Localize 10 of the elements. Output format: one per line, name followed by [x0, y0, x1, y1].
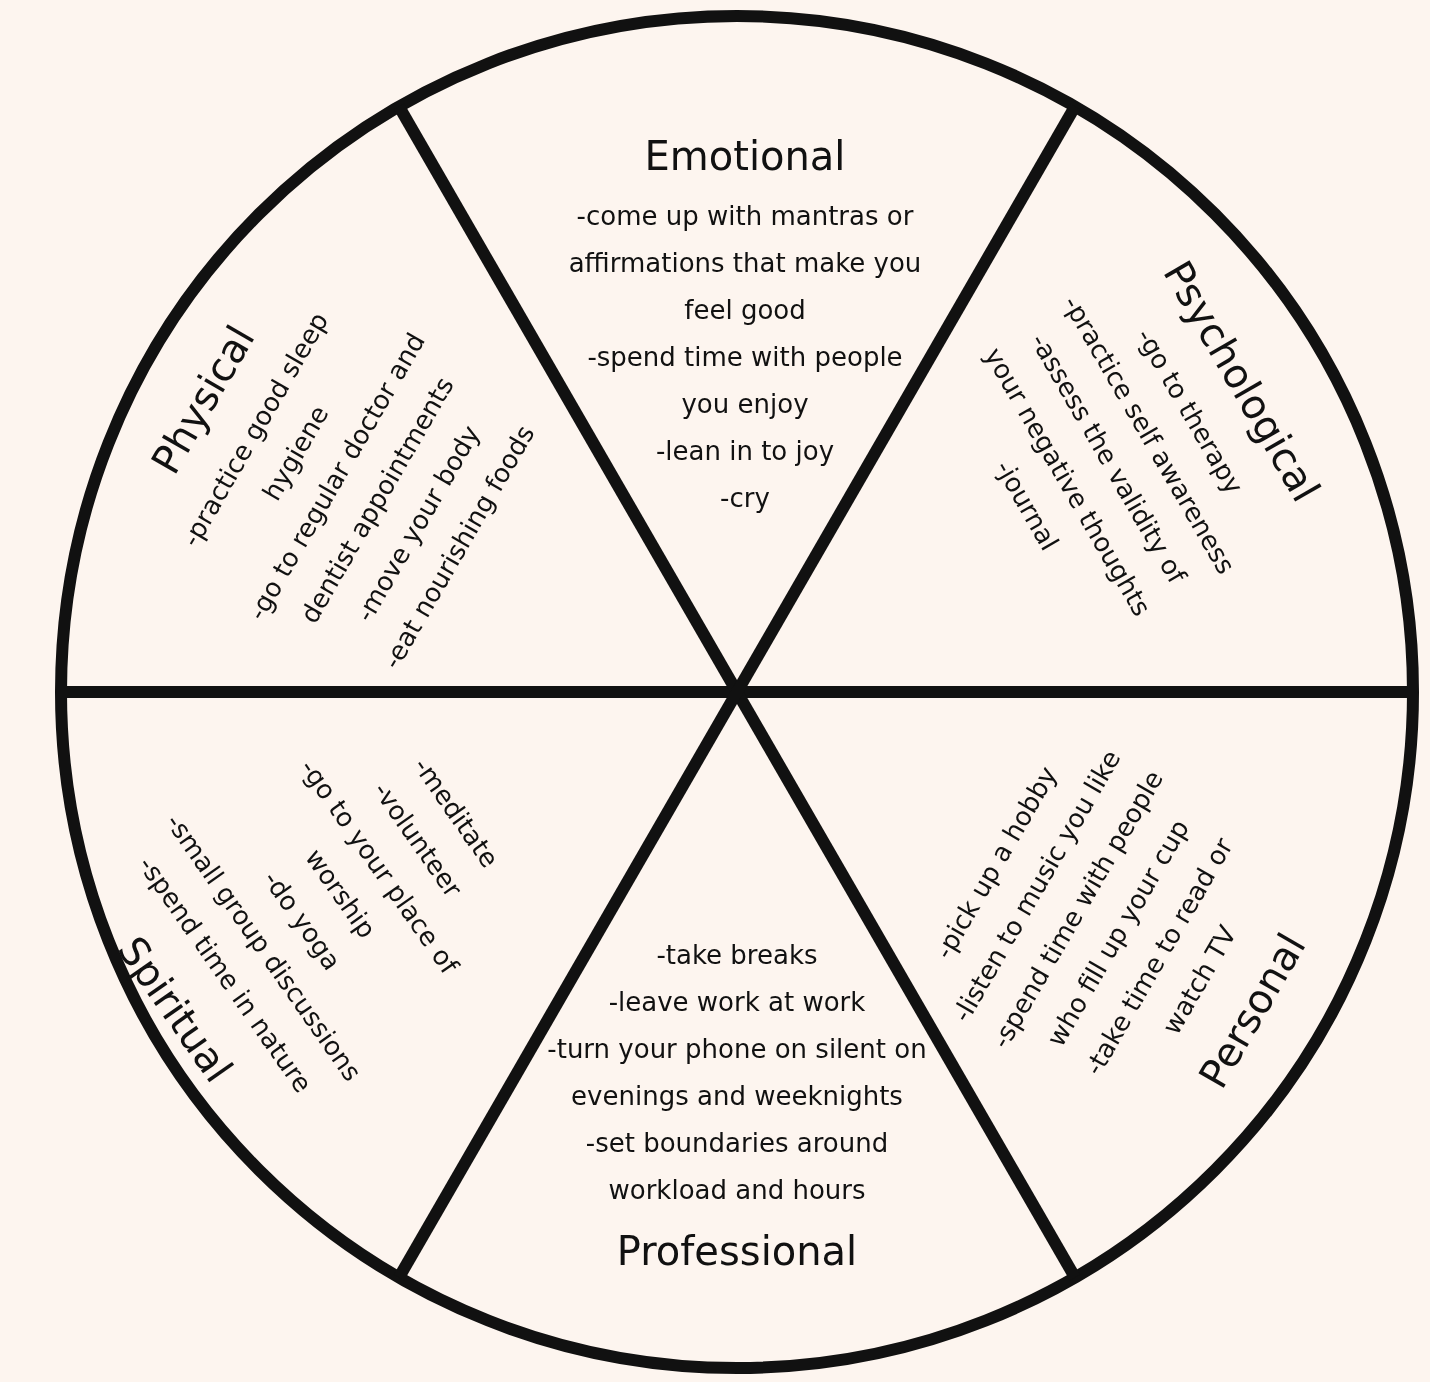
list-item: -leave work at work [608, 986, 866, 1019]
sector-heading: Emotional [644, 131, 846, 181]
list-item: -spend time with people you enjoy [586, 340, 904, 421]
list-item: -turn your phone on silent on evenings and weeknights [546, 1033, 928, 1113]
sector-heading: Professional [616, 1227, 858, 1276]
list-item: -take breaks [656, 939, 818, 972]
list-item: -come up with mantras or affirmations that make you feel good [567, 199, 923, 327]
list-item: -cry [720, 481, 770, 515]
list-item: -lean in to joy [655, 434, 835, 468]
list-item: -set boundaries around workload and hours [584, 1127, 890, 1207]
